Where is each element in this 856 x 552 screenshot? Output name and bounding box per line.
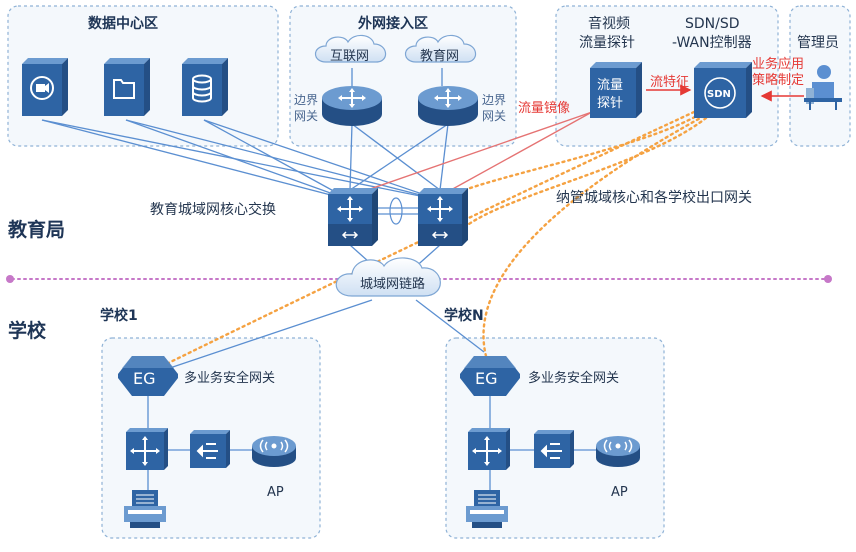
probe-label-line2: 探针: [597, 96, 623, 111]
gw-schoolN-label: 多业务安全网关: [528, 370, 619, 386]
metro-cloud-label: 城域网链路: [360, 276, 425, 292]
ap-icon: [252, 436, 296, 467]
border-gw-left-line1: 边界: [294, 93, 318, 107]
sdn-badge: SDN: [707, 89, 731, 100]
probe-title-line2: 流量探针: [579, 35, 635, 51]
internet-cloud-label: 互联网: [330, 49, 369, 64]
eg-gateway-icon: EG: [118, 356, 178, 396]
policy-label-line1: 业务应用: [752, 56, 804, 72]
links-mirror: [349, 84, 804, 197]
ap-schoolN-label: AP: [611, 485, 628, 500]
controller-title-line2: -WAN控制器: [672, 35, 752, 51]
sdn-controller-device: SDN: [694, 62, 752, 118]
edu-net-cloud: 教育网: [404, 34, 477, 64]
internet-cloud: 互联网: [314, 34, 387, 64]
eg-label-n: EG: [475, 369, 498, 388]
links-blue: [41, 68, 596, 490]
probe-title-line1: 音视频: [588, 15, 630, 32]
edu-net-cloud-label: 教育网: [420, 48, 459, 64]
eg-gateway-icon: EG: [460, 356, 520, 396]
border-gw-right-line2: 网关: [482, 109, 506, 123]
core-switch-icon: [328, 188, 378, 246]
access-switch-icon: [126, 428, 168, 470]
school1-title: 学校1: [100, 307, 138, 324]
school-label: 学校: [8, 319, 47, 342]
policy-label-line2: 策略制定: [752, 72, 804, 88]
video-server-icon: [22, 58, 68, 116]
schoolN-title: 学校N: [444, 307, 484, 324]
managed-note-label: 纳管城域核心和各学校出口网关: [556, 189, 752, 206]
file-server-icon: [104, 58, 150, 116]
border-gw-right-line1: 边界: [482, 93, 506, 107]
zone-internet-access-title: 外网接入区: [358, 15, 428, 32]
traffic-mirror-label: 流量镜像: [518, 101, 570, 116]
gw-school1-label: 多业务安全网关: [184, 370, 275, 386]
controller-title-line1: SDN/SD: [685, 16, 740, 32]
probe-label-line1: 流量: [597, 78, 623, 93]
database-server-icon: [182, 58, 228, 116]
flow-feature-label: 流特征: [650, 75, 689, 90]
edu-bureau-label: 教育局: [8, 218, 65, 241]
admin-title: 管理员: [797, 35, 839, 51]
printer-icon: [466, 490, 508, 528]
zone-internet-access: 外网接入区: [289, 5, 517, 147]
printer-icon: [124, 490, 166, 528]
eg-label-1: EG: [133, 369, 156, 388]
zone-datacenter-title: 数据中心区: [88, 15, 158, 32]
access-switch-icon: [190, 430, 230, 468]
traffic-probe-device: 流量 探针: [590, 62, 642, 118]
core-switch-icon: [418, 188, 468, 246]
access-switch-icon: [468, 428, 510, 470]
router-icon: [322, 86, 382, 126]
ap-school1-label: AP: [267, 485, 284, 500]
ap-icon: [596, 436, 640, 467]
core-switch-label: 教育城域网核心交换: [150, 201, 276, 218]
border-gw-left-line2: 网关: [294, 109, 318, 123]
access-switch-icon: [534, 430, 574, 468]
router-icon: [418, 86, 478, 126]
metro-cloud: 城域网链路: [335, 257, 441, 297]
admin-user-icon: [804, 65, 842, 110]
